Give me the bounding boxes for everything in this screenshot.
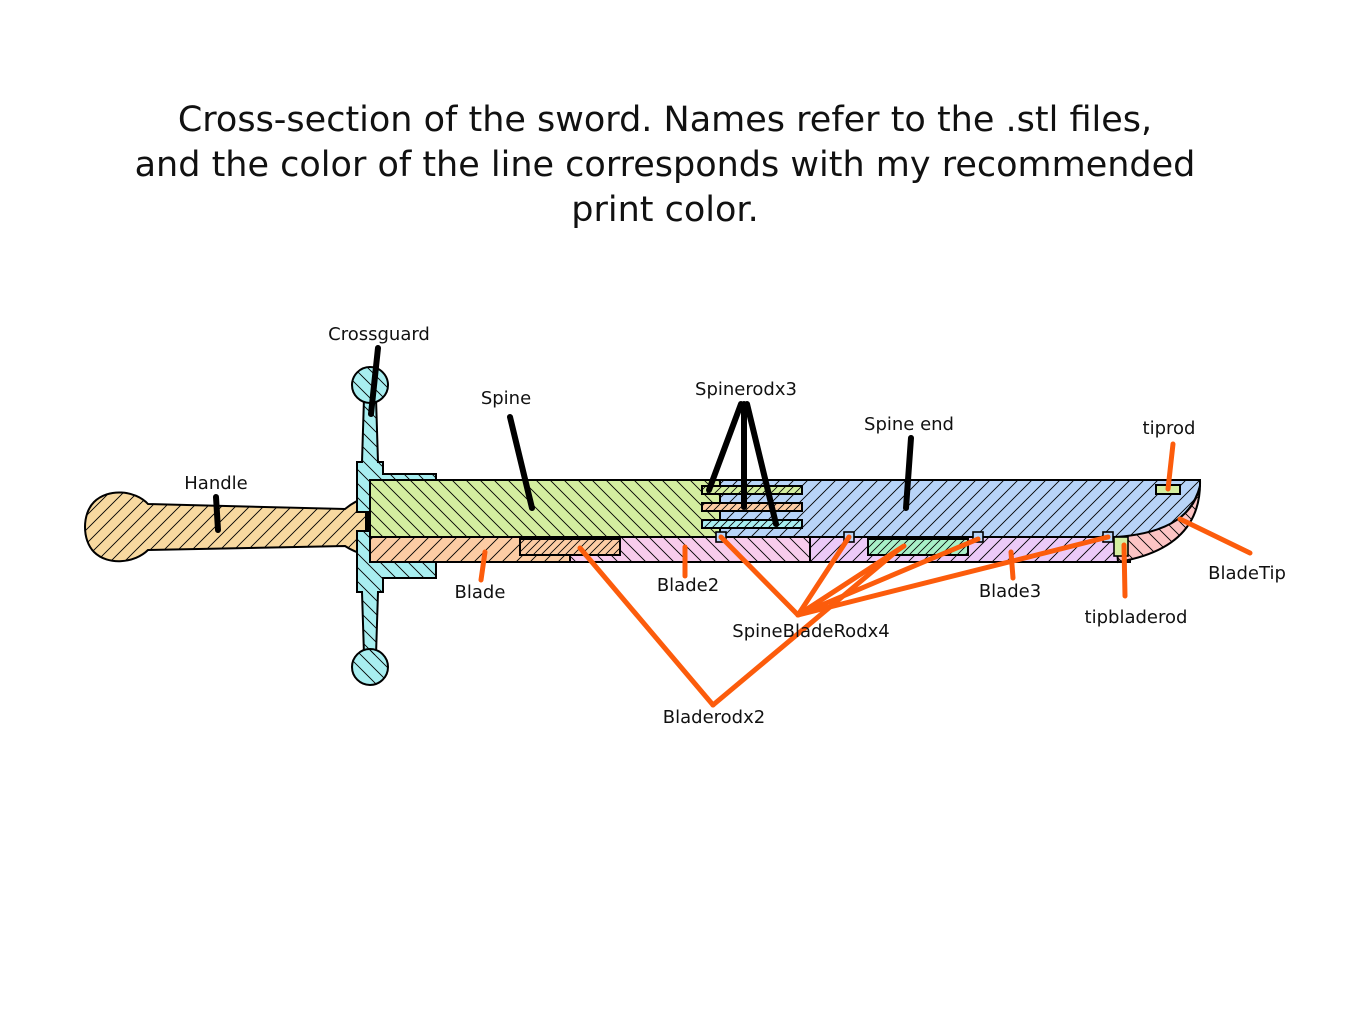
label-spinebladerod: SpineBladeRodx4 [732, 621, 889, 642]
handle-part [84, 491, 367, 563]
leader-blade [478, 549, 488, 583]
label-spine: Spine [481, 388, 531, 409]
label-blade: Blade [455, 582, 506, 603]
label-crossguard: Crossguard [328, 324, 430, 345]
spinerod-parts [701, 485, 803, 529]
label-blade2: Blade2 [657, 575, 719, 596]
title-line-2: and the color of the line corresponds wi… [134, 145, 1196, 185]
leader-bladerod-1 [577, 545, 716, 708]
bladerod-parts [519, 538, 969, 556]
leader-spinerod-3 [744, 401, 779, 527]
leader-bladerod-2 [710, 547, 901, 708]
spine-part [369, 479, 721, 538]
label-tipbladerod: tipbladerod [1085, 607, 1188, 628]
label-spine-end: Spine end [864, 414, 954, 435]
leader-spine-end [903, 435, 914, 511]
label-spinerod: Spinerodx3 [695, 379, 797, 400]
leader-spinebladerod-2 [795, 534, 852, 618]
title-line-1: Cross-section of the sword. Names refer … [177, 100, 1153, 140]
leader-spinebladerod-5 [795, 534, 1111, 618]
spine-end-part [719, 479, 1201, 538]
label-bladetip: BladeTip [1208, 563, 1286, 584]
label-handle: Handle [184, 473, 247, 494]
orange-leader-lines [478, 441, 1253, 708]
black-leader-lines [213, 345, 914, 533]
leader-spinebladerod-1 [718, 534, 801, 618]
label-blade3: Blade3 [979, 581, 1041, 602]
diagram-title: Cross-section of the sword. Names refer … [0, 98, 1330, 233]
leader-bladetip [1177, 516, 1253, 556]
label-tiprod: tiprod [1143, 418, 1196, 439]
leader-blade3 [1008, 549, 1016, 581]
blade-part [369, 536, 571, 563]
leader-spinerod-1 [706, 401, 744, 493]
leader-tiprod [1165, 441, 1176, 492]
label-bladerod: Bladerodx2 [663, 707, 765, 728]
leader-crossguard [368, 345, 381, 417]
leader-tipbladerod [1121, 542, 1128, 599]
leader-spinebladerod-4 [795, 536, 981, 618]
title-line-3: print color. [571, 190, 759, 230]
leader-handle [213, 494, 221, 533]
leader-spine [507, 414, 535, 511]
